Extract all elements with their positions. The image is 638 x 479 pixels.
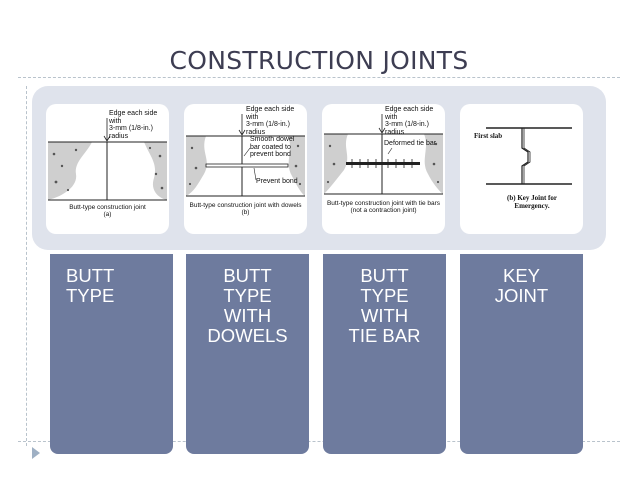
key-joint-drawing bbox=[486, 127, 572, 185]
card-label-line: BUTT bbox=[360, 265, 409, 286]
prevent-bond-note: Prevent bond bbox=[256, 178, 298, 185]
card-label-line: JOINT bbox=[494, 285, 549, 306]
card-label-line: WITH bbox=[223, 305, 272, 326]
figure-caption: Butt-type construction joint with tie ba… bbox=[326, 200, 441, 207]
callout-line: 3-mm (1/8-in.) radius bbox=[246, 121, 290, 136]
callout-line: Edge each side with bbox=[246, 106, 295, 121]
figure-butt-joint: Edge each side with 3-mm (1/8-in.) radiu… bbox=[46, 104, 169, 234]
divider-bottom bbox=[18, 441, 620, 442]
card-label-line: BUTT bbox=[223, 265, 272, 286]
card-label-line: TYPE bbox=[360, 285, 409, 306]
figure-butt-joint-tie-bars: Edge each side with 3-mm (1/8-in.) radiu… bbox=[322, 104, 445, 234]
figure-caption-index: (a) bbox=[103, 211, 112, 218]
dowel-joint-drawing bbox=[186, 114, 305, 197]
figure-caption-index: (b) bbox=[241, 209, 250, 216]
card-butt-type-with-dowels: BUTT TYPE WITH DOWELS bbox=[186, 254, 309, 454]
figure-butt-joint-dowels: Edge each side with 3-mm (1/8-in.) radiu… bbox=[184, 104, 307, 234]
figure-caption-subtitle: (not a contraction joint) bbox=[350, 207, 417, 214]
divider-top bbox=[18, 77, 620, 78]
callout-line: Edge each side with bbox=[109, 110, 158, 125]
figure-caption: Butt-type construction joint with dowels bbox=[189, 202, 302, 209]
card-butt-type: BUTT TYPE bbox=[50, 254, 173, 454]
figure-key-joint: First slab (b) Key Joint for Emergency. bbox=[460, 104, 583, 234]
first-slab-label: First slab bbox=[474, 132, 503, 140]
divider-left bbox=[26, 86, 27, 446]
callout-line: 3-mm (1/8-in.) radius bbox=[385, 121, 429, 136]
card-key-joint: KEY JOINT bbox=[460, 254, 583, 454]
tie-bar-note: Deformed tie bar bbox=[384, 140, 437, 147]
card-label-line: TIE BAR bbox=[348, 325, 421, 346]
card-label-line: DOWELS bbox=[207, 325, 288, 346]
card-label-line: WITH bbox=[360, 305, 409, 326]
figure-caption: (b) Key Joint for bbox=[507, 194, 557, 202]
callout-line: 3-mm (1/8-in.) radius bbox=[109, 125, 153, 140]
card-label-line: BUTT bbox=[66, 265, 115, 286]
slide-title: CONSTRUCTION JOINTS bbox=[169, 46, 469, 75]
dowel-note-line: bar coated to bbox=[250, 143, 291, 151]
figure-caption-subtitle: Emergency. bbox=[514, 202, 550, 210]
dowel-note-line: Smooth dowel bbox=[250, 136, 295, 143]
card-butt-type-with-tie-bar: BUTT TYPE WITH TIE BAR bbox=[323, 254, 446, 454]
butt-joint-drawing bbox=[48, 118, 167, 201]
bullet-arrow-icon bbox=[32, 447, 40, 459]
card-label-line: TYPE bbox=[223, 285, 272, 306]
dowel-note-line: prevent bond bbox=[250, 151, 291, 158]
callout-line: Edge each side with bbox=[385, 106, 434, 121]
figure-caption: Butt-type construction joint bbox=[69, 204, 146, 211]
card-label-line: KEY bbox=[502, 265, 541, 286]
card-label-line: TYPE bbox=[66, 285, 115, 306]
tie-bar-joint-drawing bbox=[324, 114, 443, 195]
